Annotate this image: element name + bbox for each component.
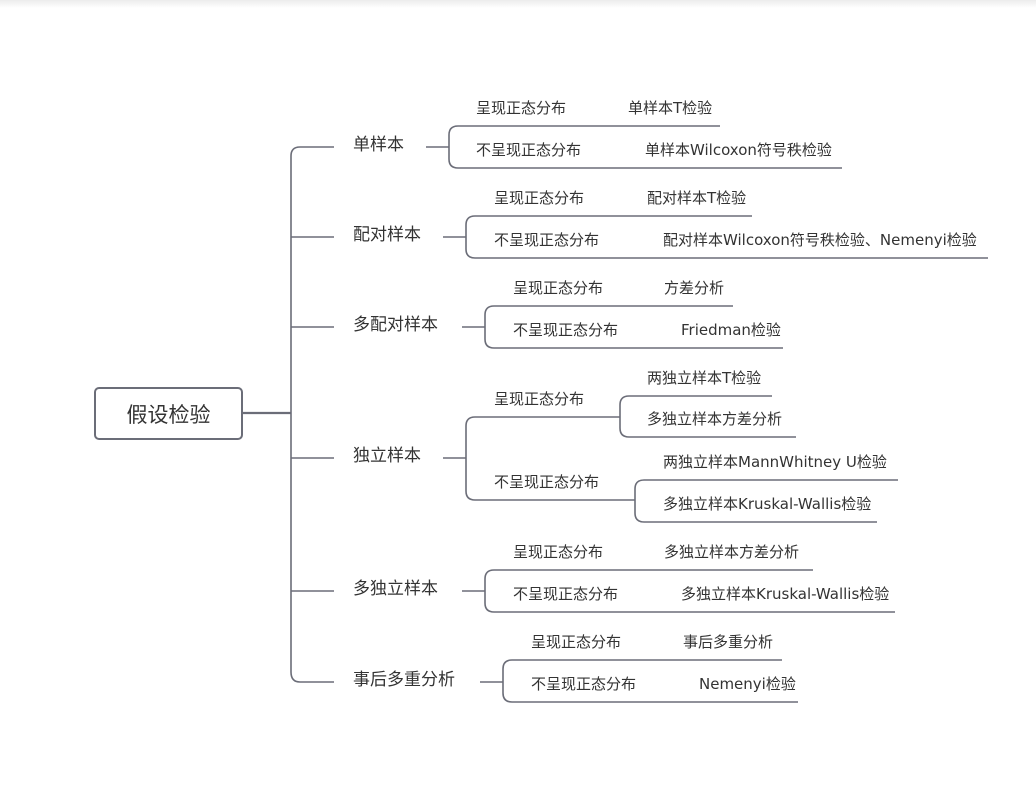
bracket-upper-4: [484, 569, 495, 591]
top-shadow: [0, 0, 1036, 8]
test-3-1-0[interactable]: 两独立样本MannWhitney U检验: [663, 453, 887, 471]
condition-5-1[interactable]: 不呈现正态分布: [531, 675, 637, 693]
branch-label-2[interactable]: 多配对样本: [353, 315, 438, 335]
condition-2-0[interactable]: 呈现正态分布: [513, 279, 604, 297]
test-3-0-1[interactable]: 多独立样本方差分析: [647, 410, 783, 428]
condition-4-0[interactable]: 呈现正态分布: [513, 543, 604, 561]
bracket-lower-4: [484, 591, 495, 613]
bracket-upper-3: [465, 416, 476, 458]
sub-lower-3-1: [634, 500, 877, 523]
condition-3-0[interactable]: 呈现正态分布: [494, 390, 585, 408]
branch-label-0[interactable]: 单样本: [353, 135, 404, 155]
test-4-1-0[interactable]: 多独立样本Kruskal-Wallis检验: [681, 585, 890, 603]
condition-5-0[interactable]: 呈现正态分布: [531, 633, 622, 651]
sub-upper-3-0: [619, 395, 772, 417]
sub-lower-3-0: [619, 417, 796, 438]
test-1-1-0[interactable]: 配对样本Wilcoxon符号秩检验、Nemenyi检验: [663, 231, 977, 249]
condition-0-1[interactable]: 不呈现正态分布: [476, 141, 582, 159]
root-node[interactable]: 假设检验: [94, 387, 243, 440]
bracket-lower-0: [448, 147, 459, 169]
test-3-0-0[interactable]: 两独立样本T检验: [647, 369, 762, 387]
condition-1-1[interactable]: 不呈现正态分布: [494, 231, 600, 249]
branch-label-1[interactable]: 配对样本: [353, 225, 421, 245]
condition-2-1[interactable]: 不呈现正态分布: [513, 321, 619, 339]
bracket-lower-1: [465, 237, 476, 259]
condition-3-1[interactable]: 不呈现正态分布: [494, 473, 600, 491]
branch-label-5[interactable]: 事后多重分析: [353, 670, 455, 690]
condition-1-0[interactable]: 呈现正态分布: [494, 189, 585, 207]
test-4-0-0[interactable]: 多独立样本方差分析: [664, 543, 800, 561]
bracket-lower-5: [502, 682, 513, 703]
test-0-1-0[interactable]: 单样本Wilcoxon符号秩检验: [645, 141, 832, 159]
test-5-1-0[interactable]: Nemenyi检验: [699, 675, 796, 693]
bracket-upper-0: [448, 125, 459, 147]
test-5-0-0[interactable]: 事后多重分析: [683, 633, 774, 651]
test-0-0-0[interactable]: 单样本T检验: [628, 99, 713, 117]
bracket-upper-2: [484, 305, 495, 327]
sub-upper-3-1: [634, 479, 898, 500]
test-1-0-0[interactable]: 配对样本T检验: [647, 189, 747, 207]
bracket-upper-1: [465, 215, 476, 237]
bracket-lower-2: [484, 327, 495, 349]
condition-0-0[interactable]: 呈现正态分布: [476, 99, 567, 117]
trunk-lower: [290, 413, 334, 683]
branch-label-3[interactable]: 独立样本: [353, 446, 421, 466]
bracket-lower-3: [465, 458, 476, 501]
branch-label-4[interactable]: 多独立样本: [353, 579, 438, 599]
condition-4-1[interactable]: 不呈现正态分布: [513, 585, 619, 603]
bracket-upper-5: [502, 659, 513, 682]
test-2-0-0[interactable]: 方差分析: [664, 279, 725, 297]
trunk-upper: [290, 146, 334, 413]
root-label: 假设检验: [126, 402, 211, 427]
test-3-1-1[interactable]: 多独立样本Kruskal-Wallis检验: [663, 495, 872, 513]
test-2-1-0[interactable]: Friedman检验: [681, 321, 781, 339]
